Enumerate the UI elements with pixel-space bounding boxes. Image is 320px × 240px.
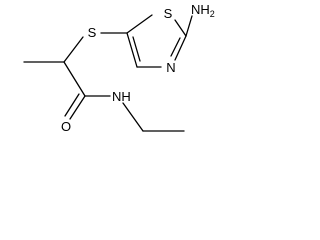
bond-carbonyl-o <box>69 95 86 120</box>
atom-o-carbonyl: O <box>61 119 71 134</box>
bond-ring-c5-s <box>126 14 153 34</box>
bond-ring-c2-n-double <box>170 37 181 57</box>
bond-s-thioether-ch <box>63 36 84 63</box>
atom-labels: S NH2 N S O NH <box>61 2 215 134</box>
bond-ring-s-c2 <box>174 19 187 37</box>
bond-ring-c4-c5 <box>126 32 138 68</box>
atom-nh2: NH2 <box>191 2 215 19</box>
atom-n-ring: N <box>166 60 175 75</box>
molecule-structure: S NH2 N S O NH <box>23 2 215 134</box>
bonds <box>23 14 193 132</box>
atom-s-ring: S <box>164 6 173 21</box>
bond-ch-carbonyl <box>63 61 86 97</box>
bond-ring-c2-n <box>174 35 187 61</box>
atom-nh2-text: NH <box>191 2 210 17</box>
atom-nh2-subscript: 2 <box>210 9 215 19</box>
atom-s-thioether: S <box>88 25 97 40</box>
atom-n-amide: NH <box>112 89 131 104</box>
bond-carbonyl-o-double <box>64 93 80 117</box>
bond-n-ethyl-ch2 <box>122 102 144 132</box>
bond-ring-c4-c5-double <box>132 36 141 62</box>
bond-c2-nh2 <box>185 15 193 37</box>
